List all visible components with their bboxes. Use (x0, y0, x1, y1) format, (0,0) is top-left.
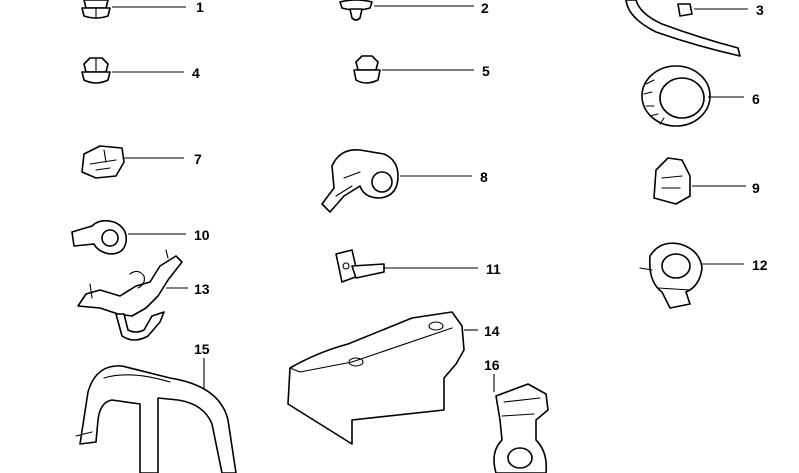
part-13-bracket[interactable] (77, 249, 183, 341)
part-6-grommet[interactable] (641, 65, 711, 127)
callout-1: 1 (196, 0, 204, 15)
callout-10: 10 (194, 227, 210, 243)
part-3-cable-tie[interactable] (625, 0, 741, 57)
part-14-cover[interactable] (287, 311, 465, 445)
callout-5: 5 (482, 63, 490, 79)
callout-14: 14 (484, 323, 500, 339)
part-5-nut[interactable] (353, 55, 381, 84)
part-2-rivet[interactable] (339, 0, 373, 21)
part-4-hex-nut[interactable] (81, 57, 111, 84)
callout-9: 9 (752, 180, 760, 196)
part-11-bracket[interactable] (335, 249, 385, 283)
callout-12: 12 (752, 257, 768, 273)
callout-11: 11 (486, 261, 501, 277)
callout-6: 6 (752, 91, 760, 107)
callout-15: 15 (194, 341, 210, 357)
callout-7: 7 (194, 151, 202, 167)
part-9-clip[interactable] (653, 157, 691, 205)
part-10-clamp[interactable] (71, 219, 128, 255)
part-8-hose-clamp[interactable] (321, 149, 399, 213)
part-15-support[interactable] (75, 365, 237, 473)
callout-16: 16 (484, 357, 500, 373)
callout-8: 8 (480, 169, 488, 185)
part-7-clip[interactable] (81, 145, 125, 179)
callout-4: 4 (192, 65, 200, 81)
part-12-clamp[interactable] (639, 242, 703, 309)
part-1-nut[interactable] (81, 0, 111, 19)
part-16-double-clamp[interactable] (493, 383, 549, 473)
callout-3: 3 (756, 2, 764, 18)
callout-13: 13 (194, 281, 210, 297)
callout-2: 2 (481, 0, 489, 16)
